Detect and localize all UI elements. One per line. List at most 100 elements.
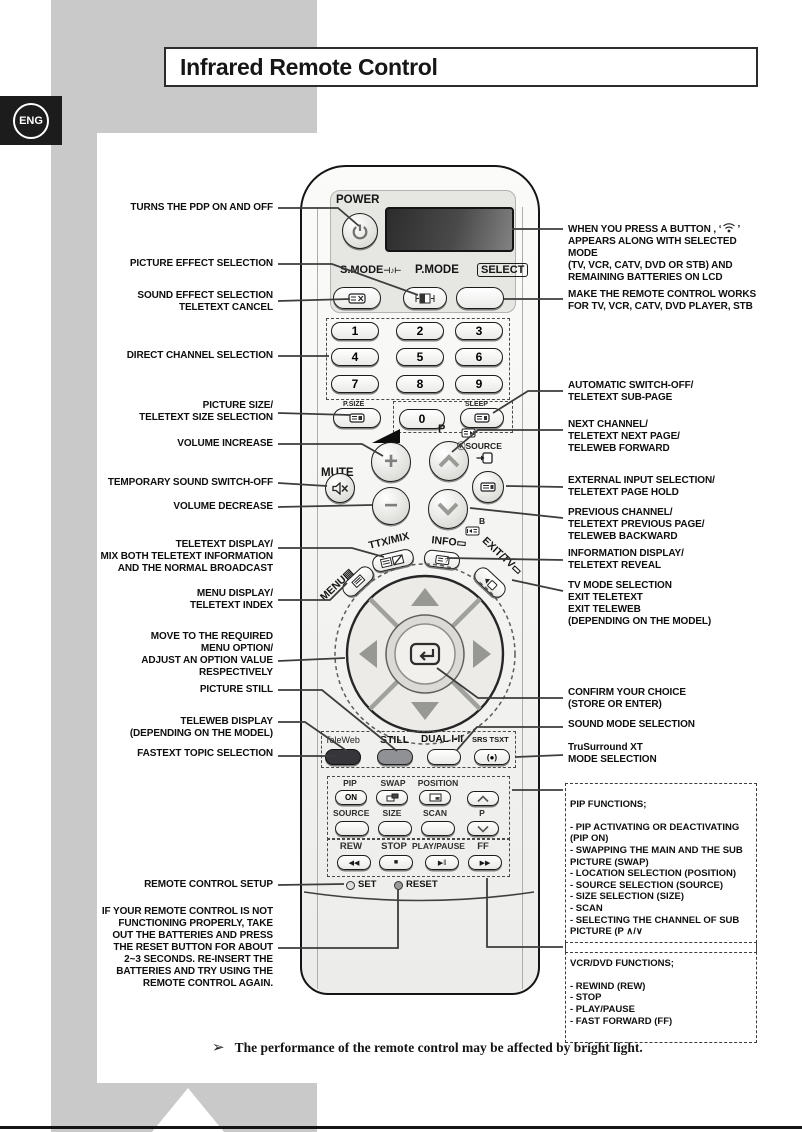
position-button[interactable] (419, 790, 451, 805)
digit-9[interactable]: 9 (455, 375, 503, 393)
label-select-mode: MAKE THE REMOTE CONTROL WORKS FOR TV, VC… (568, 289, 757, 312)
psize-button[interactable] (333, 408, 381, 428)
sleep-icon (474, 413, 490, 423)
stop-button[interactable]: ■ (379, 855, 413, 870)
ff-button[interactable]: ▶▶ (468, 855, 502, 870)
digit-5[interactable]: 5 (396, 348, 444, 366)
volume-ramp-icon (372, 429, 400, 443)
label-volume-increase: VOLUME INCREASE (177, 438, 273, 449)
dpad-arrows (359, 588, 491, 720)
swap-icon (386, 793, 398, 802)
mute-button[interactable] (325, 473, 355, 503)
title-box: Infrared Remote Control (164, 47, 758, 87)
power-button[interactable] (342, 213, 378, 249)
swap-button[interactable] (376, 790, 408, 805)
arrow-down-icon (411, 702, 439, 720)
srs-icon: (●) (486, 752, 498, 762)
set-indicator[interactable] (346, 881, 355, 890)
pip-on-button[interactable]: ON (335, 790, 367, 805)
label-information-display: INFORMATION DISPLAY/ TELETEXT REVEAL (568, 548, 684, 571)
ttx-mix-button[interactable] (370, 547, 416, 574)
exit-tv-button[interactable] (471, 564, 509, 601)
channel-down-button[interactable] (428, 489, 468, 529)
rew-label: REW (339, 841, 363, 852)
pip-size-button[interactable] (378, 821, 412, 836)
fsource-label: ⒻSOURCE (457, 441, 502, 451)
vcr-outline (327, 838, 510, 877)
language-badge: ENG (0, 96, 62, 145)
reset-button[interactable] (394, 881, 403, 890)
digit-1[interactable]: 1 (331, 322, 379, 340)
volume-up-button[interactable]: + (371, 442, 411, 482)
antenna-icon (723, 223, 736, 233)
position-label: POSITION (417, 778, 459, 788)
arrow-right-icon (473, 640, 491, 668)
pip-chevron-down-icon (477, 825, 489, 833)
swap-label: SWAP (380, 778, 406, 788)
picture-mode-icon (415, 293, 435, 303)
footnote: ➢ The performance of the remote control … (212, 1038, 643, 1056)
pip-channel-down-button[interactable] (467, 821, 499, 836)
sleep-label: SLEEP (465, 401, 488, 408)
play-pause-icon: ▶‖ (437, 859, 447, 867)
dual-button[interactable] (427, 749, 461, 765)
digit-6[interactable]: 6 (455, 348, 503, 366)
pmode-label: P.MODE (415, 264, 459, 276)
source-button[interactable] (472, 471, 504, 503)
label-tv-mode: TV MODE SELECTION EXIT TELETEXT EXIT TEL… (568, 580, 712, 627)
digit-3[interactable]: 3 (455, 322, 503, 340)
chevron-up-icon (438, 454, 460, 468)
digit-8[interactable]: 8 (396, 375, 444, 393)
srs-button[interactable]: (●) (474, 749, 510, 765)
volume-down-button[interactable]: − (372, 487, 410, 525)
label-fastext: FASTEXT TOPIC SELECTION (137, 748, 273, 759)
dual-label: DUAL I-II (421, 734, 464, 745)
channel-p-label: P (438, 423, 446, 435)
triangle-notch (152, 1088, 224, 1132)
play-pause-button[interactable]: ▶‖ (425, 855, 459, 870)
vcr-box-title: VCR/DVD FUNCTIONS; (570, 957, 674, 969)
digit-2[interactable]: 2 (396, 322, 444, 340)
smode-note-icon: ⊣♪⊢ (383, 266, 402, 275)
menu-icon (350, 574, 366, 589)
enter-button[interactable] (394, 623, 456, 685)
cover-seam (303, 891, 535, 902)
digit-0[interactable]: 0 (399, 409, 445, 429)
smode-button[interactable] (333, 287, 381, 309)
label-trusurround: TruSurround XT MODE SELECTION (568, 742, 657, 765)
info-icon: ? (434, 554, 450, 565)
pip-functions-box: PIP FUNCTIONS; - PIP ACTIVATING OR DEACT… (565, 783, 757, 954)
pip-box-items: - PIP ACTIVATING OR DEACTIVATING (PIP ON… (570, 821, 743, 938)
rew-button[interactable]: ◀◀ (337, 855, 371, 870)
pip-source-label: SOURCE (333, 808, 370, 818)
digit-4[interactable]: 4 (331, 348, 379, 366)
ff-label: FF (477, 841, 489, 852)
channel-up-button[interactable] (429, 441, 469, 481)
label-sound-effect: SOUND EFFECT SELECTION TELETEXT CANCEL (137, 290, 273, 313)
b-label: B (479, 516, 486, 526)
menu-button[interactable] (339, 563, 377, 600)
pip-p-label: P (479, 808, 485, 818)
label-remote-setup: REMOTE CONTROL SETUP (144, 879, 273, 890)
select-button[interactable] (456, 287, 504, 309)
reset-label: RESET (406, 879, 438, 890)
ttx-mix-icon (379, 553, 405, 568)
teleweb-button[interactable] (325, 749, 361, 765)
label-external-input: EXTERNAL INPUT SELECTION/ TELETEXT PAGE … (568, 475, 715, 498)
pip-chevron-up-icon (477, 794, 489, 802)
pip-source-button[interactable] (335, 821, 369, 836)
pmode-button[interactable] (403, 287, 447, 309)
label-sound-mode: SOUND MODE SELECTION (568, 719, 695, 730)
pip-scan-label: SCAN (422, 808, 448, 818)
teletext-prev-page-icon (465, 526, 480, 536)
set-label: SET (358, 879, 377, 890)
label-reset-instructions: IF YOUR REMOTE CONTROL IS NOT FUNCTIONIN… (101, 906, 273, 989)
digit-7[interactable]: 7 (331, 375, 379, 393)
pip-channel-up-button[interactable] (467, 791, 499, 806)
numpad-outline (326, 318, 510, 400)
picture-size-icon (349, 413, 365, 423)
pip-scan-button[interactable] (421, 821, 455, 836)
info-button[interactable]: ? (423, 548, 461, 571)
label-power: TURNS THE PDP ON AND OFF (130, 202, 273, 213)
